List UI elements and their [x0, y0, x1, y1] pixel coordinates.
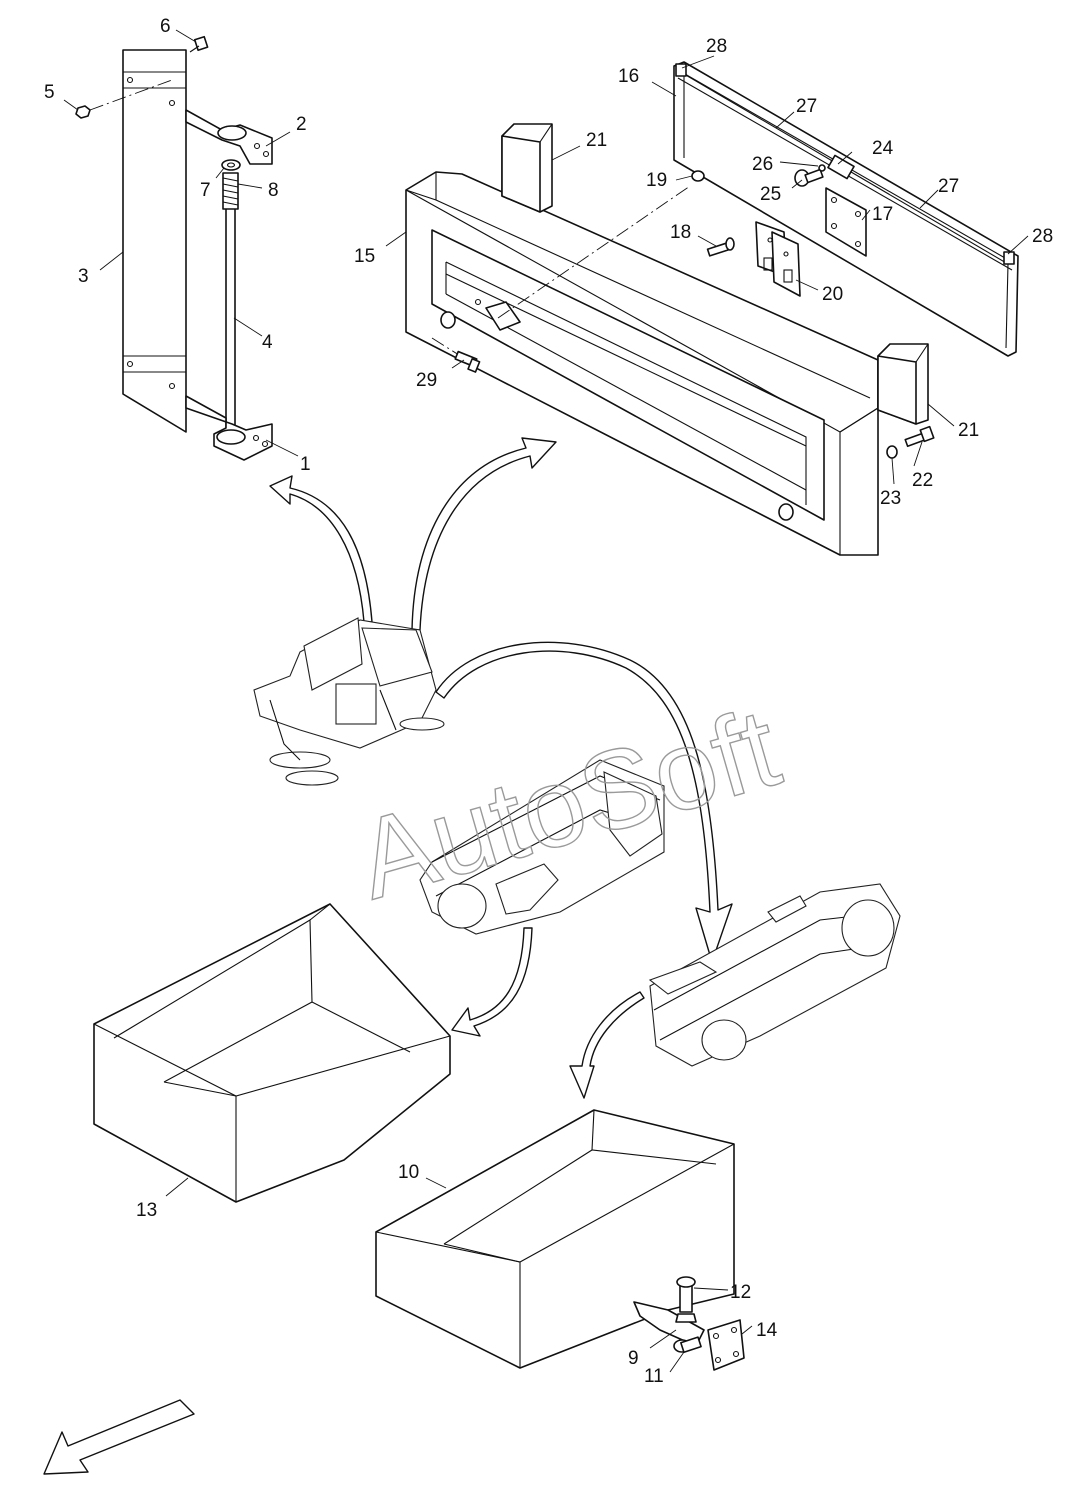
washer-7 — [221, 159, 241, 171]
screw-18 — [706, 237, 735, 257]
block-21-lower — [877, 343, 929, 425]
callout-29: 29 — [416, 370, 437, 391]
callout-1: 1 — [300, 454, 311, 475]
bracket-20 — [755, 221, 801, 297]
milling-machine — [253, 617, 445, 786]
plate-14 — [707, 1319, 745, 1371]
callout-5: 5 — [44, 82, 55, 103]
callout-12: 12 — [730, 1282, 751, 1303]
spring-8 — [222, 172, 239, 210]
callout-26: 26 — [752, 154, 773, 175]
callouts: 6 5 2 7 8 3 4 1 21 15 16 28 27 24 26 19 … — [44, 16, 1053, 1387]
bolt-12 — [675, 1276, 697, 1323]
callout-28-top: 28 — [706, 36, 727, 57]
callout-7: 7 — [200, 180, 211, 201]
direction-arrow — [43, 1399, 195, 1475]
callout-21-lower: 21 — [958, 420, 979, 441]
callout-27-top: 27 — [796, 96, 817, 117]
callout-17: 17 — [872, 204, 893, 225]
callout-6: 6 — [160, 16, 171, 37]
callout-3: 3 — [78, 266, 89, 287]
rod-4 — [225, 199, 236, 437]
leader-lines — [63, 29, 1029, 1373]
screw-6 — [189, 35, 209, 53]
callout-19: 19 — [646, 170, 667, 191]
callout-23: 23 — [880, 488, 901, 509]
box-10 — [375, 1109, 745, 1371]
pin-25 — [794, 168, 824, 187]
callout-18: 18 — [670, 222, 691, 243]
track-unit-right — [648, 883, 901, 1067]
callout-25: 25 — [760, 184, 781, 205]
bracket-1 — [185, 395, 273, 461]
callout-22: 22 — [912, 470, 933, 491]
block-21-upper — [501, 123, 553, 213]
washer-26 — [818, 164, 826, 172]
callout-16: 16 — [618, 66, 639, 87]
callout-2: 2 — [296, 114, 307, 135]
arrow-to-box-10 — [569, 991, 645, 1099]
track-unit-left — [419, 759, 665, 935]
plate-17 — [825, 187, 867, 257]
callout-11: 11 — [644, 1366, 664, 1387]
arrow-to-box-13 — [451, 927, 533, 1037]
screw-29 — [454, 350, 481, 373]
callout-9: 9 — [628, 1348, 639, 1369]
washer-23 — [886, 445, 898, 459]
callout-20: 20 — [822, 284, 843, 305]
arrow-to-track — [435, 641, 733, 963]
arrows — [43, 437, 733, 1475]
mirror-assembly — [75, 35, 273, 461]
callout-21-upper: 21 — [586, 130, 607, 151]
bolt-11 — [673, 1336, 702, 1354]
callout-8: 8 — [268, 180, 279, 201]
callout-4: 4 — [262, 332, 273, 353]
bolt-22 — [904, 425, 935, 448]
callout-28-right: 28 — [1032, 226, 1053, 247]
callout-24: 24 — [872, 138, 894, 159]
frame-assembly — [405, 61, 1019, 556]
arrow-to-frame — [411, 437, 557, 631]
box-13 — [93, 903, 451, 1203]
screw-19 — [691, 170, 705, 182]
callout-27-mid: 27 — [938, 176, 959, 197]
callout-14: 14 — [756, 1320, 778, 1341]
callout-10: 10 — [398, 1162, 419, 1183]
nut-5 — [75, 105, 91, 119]
arrow-to-mirror — [269, 475, 373, 623]
callout-13: 13 — [136, 1200, 157, 1221]
panel-3 — [122, 49, 187, 433]
callout-15: 15 — [354, 246, 375, 267]
